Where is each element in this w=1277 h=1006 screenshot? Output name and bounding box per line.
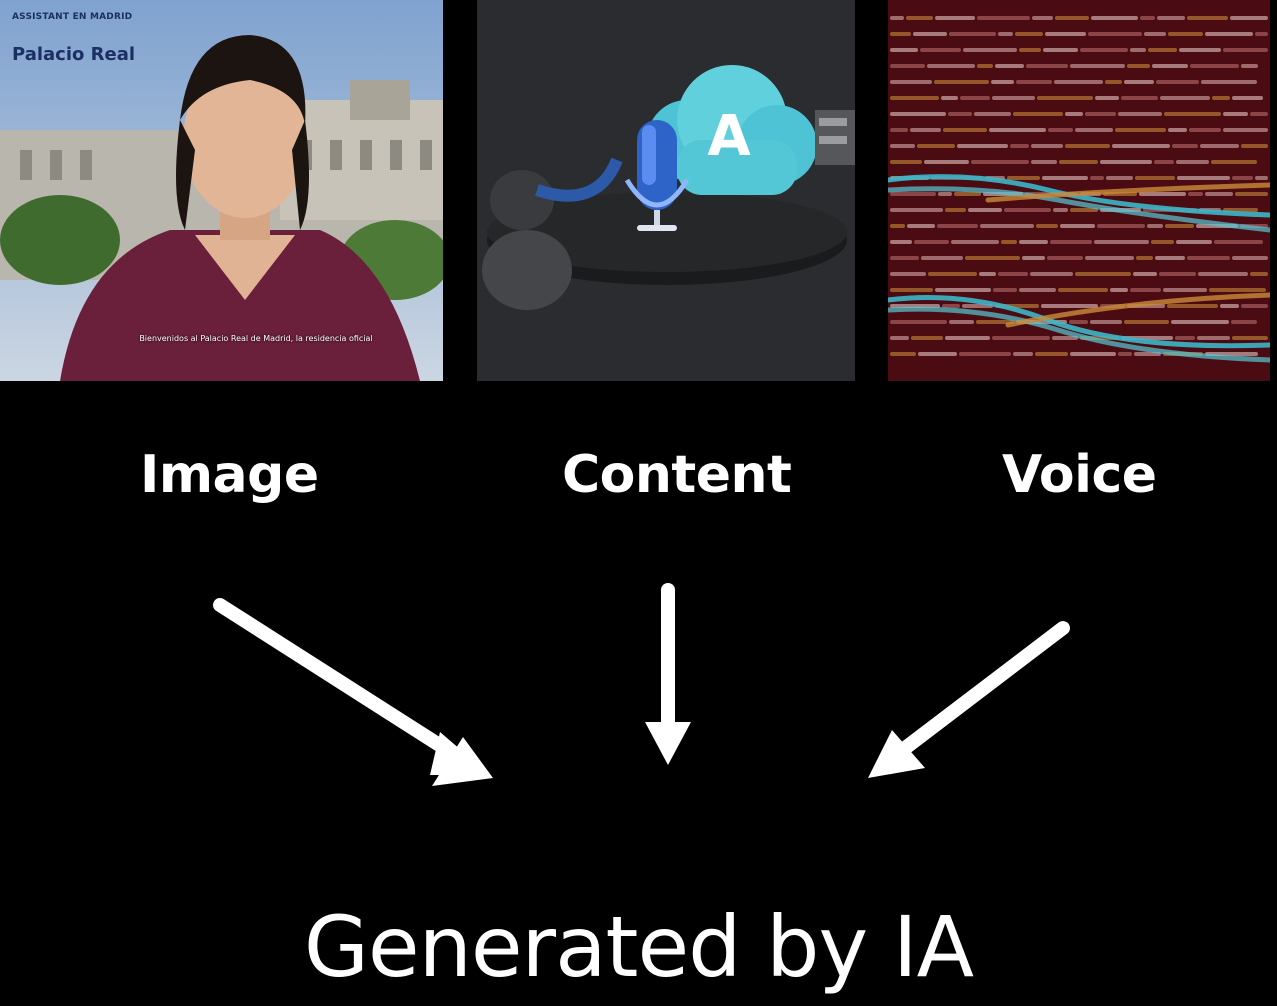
ai-content-illustration: A xyxy=(477,0,855,381)
image-panel: ASSISTANT EN MADRID Palacio Real Bienven… xyxy=(0,0,443,381)
label-voice: Voice xyxy=(1002,445,1157,505)
logo-letter: A xyxy=(707,104,751,169)
code-waveform-illustration xyxy=(888,0,1270,381)
arrow-image-icon xyxy=(213,598,493,786)
content-panel: A xyxy=(477,0,855,381)
footer-caption: Generated by IA xyxy=(303,898,974,996)
label-content: Content xyxy=(562,445,792,505)
arrow-content-icon xyxy=(645,583,691,765)
label-image: Image xyxy=(140,445,319,505)
voice-panel xyxy=(888,0,1270,381)
video-subtitle: Bienvenidos al Palacio Real de Madrid, l… xyxy=(139,334,373,343)
avatar-photo xyxy=(0,0,443,381)
overlay-place-name: Palacio Real xyxy=(12,44,136,65)
arrow-voice-icon xyxy=(868,621,1070,778)
overlay-caption: ASSISTANT EN MADRID xyxy=(12,12,133,22)
microphone-icon xyxy=(624,120,690,231)
cloud-icon xyxy=(647,65,817,195)
